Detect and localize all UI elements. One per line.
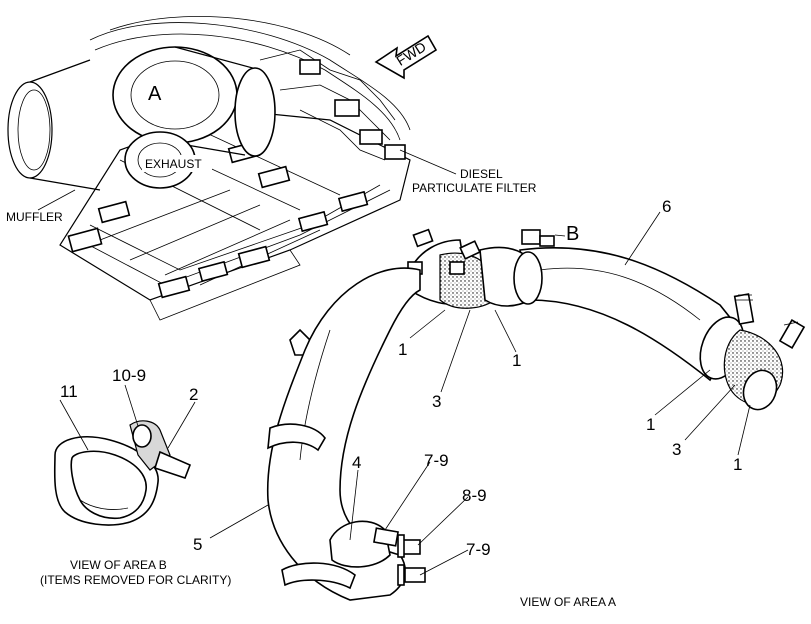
forward-arrow: FWD [374, 34, 438, 80]
view-b-caption-line2: (ITEMS REMOVED FOR CLARITY) [40, 573, 231, 587]
callout-1d: 1 [733, 455, 742, 474]
callout-2: 2 [189, 385, 198, 404]
captions: VIEW OF AREA B (ITEMS REMOVED FOR CLARIT… [40, 558, 616, 609]
callout-labels: 1 3 1 6 B 1 3 1 5 4 7-9 8-9 7-9 10-9 11 … [60, 197, 742, 559]
dpf-label-line1: DIESEL [460, 167, 503, 181]
area-a-marker: A [148, 83, 162, 105]
callout-5: 5 [193, 535, 202, 554]
callout-6: 6 [662, 197, 671, 216]
leader-lines [209, 211, 751, 576]
dpf-label-line2: PARTICULATE FILTER [412, 181, 537, 195]
view-area-b [53, 384, 196, 526]
muffler-label: MUFFLER [6, 210, 63, 224]
view-b-caption-line1: VIEW OF AREA B [70, 558, 167, 572]
callout-7-9b: 7-9 [466, 540, 491, 559]
callout-10-9: 10-9 [112, 366, 146, 385]
callout-1c: 1 [646, 415, 655, 434]
engine-overview: FWD A EXHAUST MUFFLER DIESEL PARTICULATE… [6, 15, 537, 321]
callout-8-9: 8-9 [462, 486, 487, 505]
view-area-a [266, 228, 806, 601]
callout-3b: 3 [672, 440, 681, 459]
view-a-caption: VIEW OF AREA A [520, 595, 616, 609]
callout-4: 4 [352, 453, 361, 472]
callout-1a: 1 [398, 340, 407, 359]
callout-3a: 3 [432, 392, 441, 411]
callout-7-9a: 7-9 [424, 451, 449, 470]
callout-11: 11 [60, 382, 78, 401]
callout-1b: 1 [512, 351, 521, 370]
area-b-marker: B [566, 223, 579, 245]
exhaust-label: EXHAUST [145, 157, 202, 171]
